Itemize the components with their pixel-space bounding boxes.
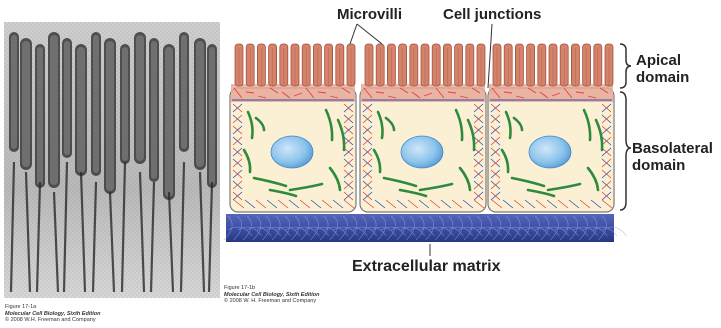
label-microvilli: Microvilli <box>337 6 402 23</box>
label-extracellular-matrix: Extracellular matrix <box>352 258 501 275</box>
figure-caption-b: Figure 17-1b Molecular Cell Biology, Six… <box>224 285 319 305</box>
label-apical-line2: domain <box>636 69 689 86</box>
label-basolateral-line1: Basolateral <box>632 140 713 157</box>
apical-band <box>361 84 485 102</box>
apical-band <box>489 84 613 102</box>
domain-brackets <box>620 44 631 210</box>
apical-band <box>231 84 355 102</box>
label-apical-domain: Apical domain <box>636 52 689 86</box>
nucleus <box>401 136 443 168</box>
epithelial-cell <box>230 84 356 212</box>
label-basolateral-line2: domain <box>632 157 713 174</box>
epithelial-cell <box>360 84 486 212</box>
epithelial-cell <box>488 84 614 212</box>
extracellular-matrix <box>224 214 626 242</box>
caption-b-copyright: © 2008 W. H. Freeman and Company <box>224 298 319 305</box>
nucleus <box>271 136 313 168</box>
nucleus <box>529 136 571 168</box>
epithelial-cells <box>230 84 614 212</box>
label-cell-junctions: Cell junctions <box>443 6 541 23</box>
label-apical-line1: Apical <box>636 52 689 69</box>
microvilli-row <box>235 44 613 86</box>
label-basolateral-domain: Basolateral domain <box>632 140 713 174</box>
